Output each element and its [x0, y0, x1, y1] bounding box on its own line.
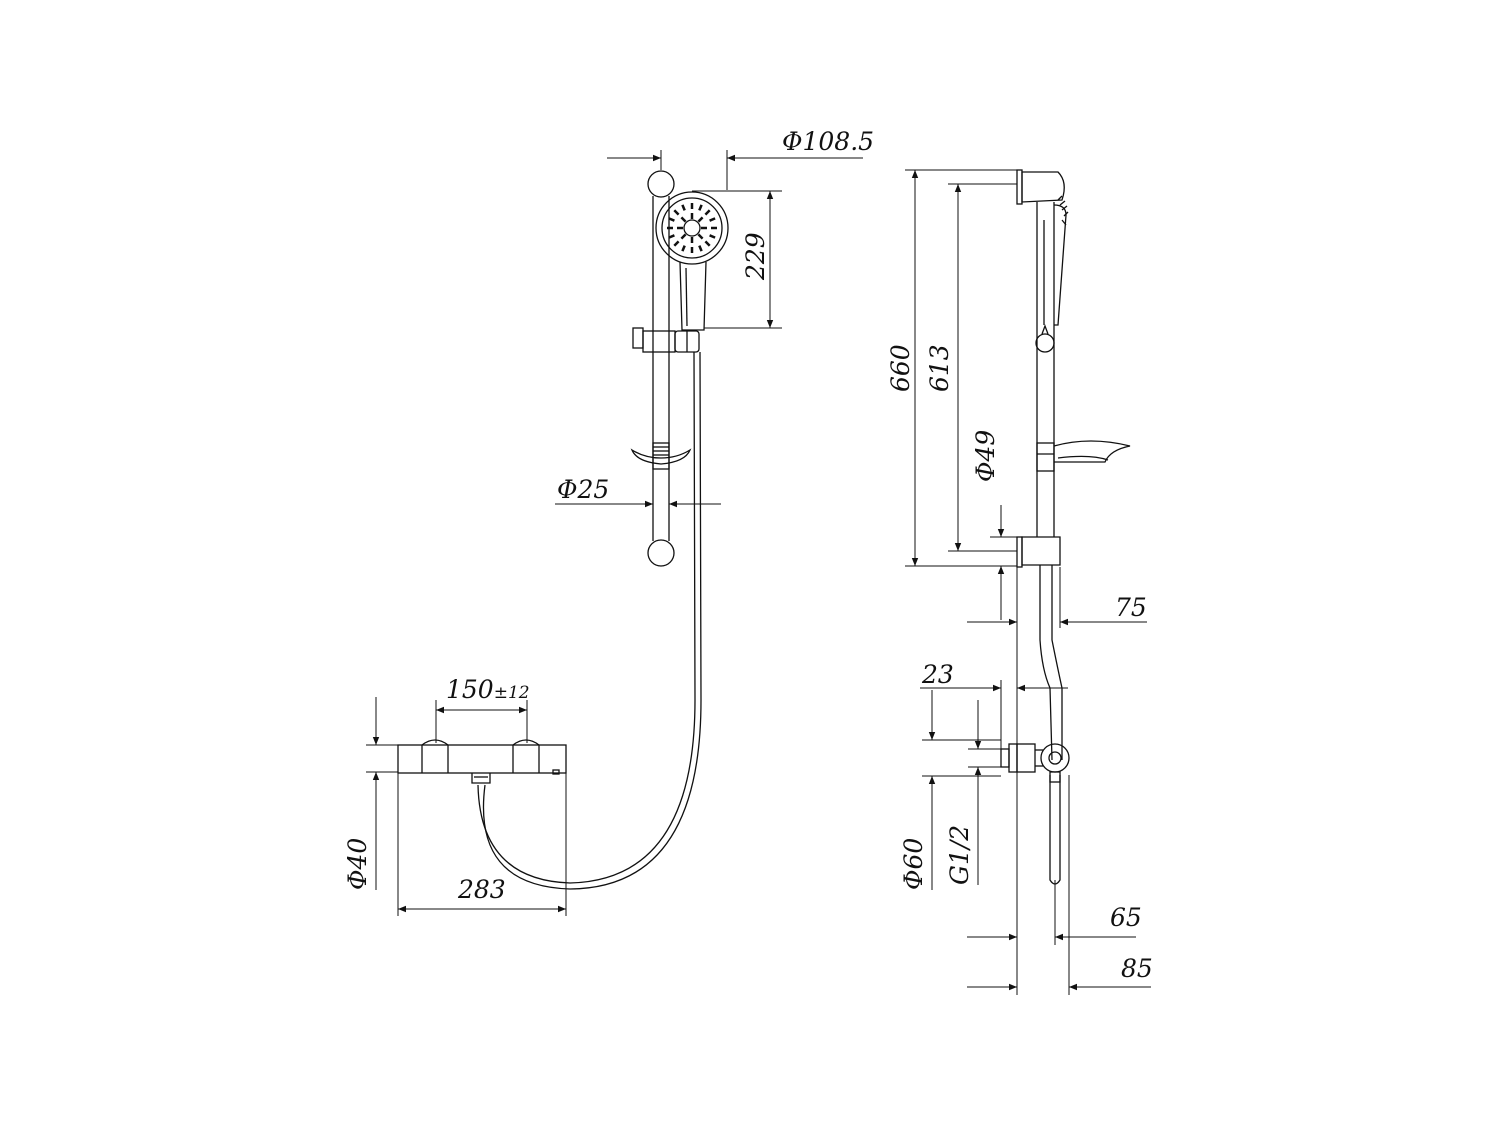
dim-bracket-diameter-label: Φ49 — [971, 430, 1000, 482]
wall-inlet — [1000, 743, 1070, 783]
side-soap-dish — [1036, 440, 1131, 472]
spray-nozzle — [668, 234, 675, 239]
side-rail — [1035, 202, 1055, 537]
dim-total-depth-label: 85 — [1121, 954, 1153, 983]
dim-rail-total-label: 660 — [886, 344, 915, 392]
spray-nozzle — [698, 245, 703, 252]
spray-nozzle — [709, 234, 716, 239]
spray-nozzle — [709, 217, 716, 222]
dim-inlet-offset: 23 — [920, 660, 1068, 749]
dim-valve-spacing-label: 150±12 — [446, 675, 530, 704]
dim-total-depth: 85 — [967, 775, 1153, 995]
spray-nozzle — [673, 209, 680, 216]
dim-bracket-diameter: Φ49 — [971, 430, 1017, 620]
slide-rail — [647, 170, 675, 567]
hand-shower — [655, 191, 729, 331]
dim-body-length-label: 283 — [457, 875, 506, 904]
dim-hose-offset: 65 — [967, 880, 1142, 945]
spray-nozzle — [698, 204, 703, 211]
soap-dish — [630, 442, 692, 470]
dim-rail-offset: 75 — [967, 567, 1147, 628]
mixer-body — [397, 739, 567, 784]
dim-hose-offset-label: 65 — [1110, 903, 1142, 932]
side-hand-shower — [1043, 195, 1069, 326]
dim-bracket-spacing: 613 — [925, 183, 1017, 552]
spray-nozzle — [704, 209, 711, 216]
top-bracket — [1016, 169, 1065, 205]
dim-rail-offset-label: 75 — [1115, 593, 1147, 622]
front-view: Φ108.5 229 Φ25 150±12 — [343, 127, 874, 916]
spray-nozzle — [681, 245, 686, 252]
dim-head-length: 229 — [692, 190, 782, 329]
dim-rail-diameter-label: Φ25 — [557, 475, 609, 504]
dim-inlet-diameter: Φ60 — [899, 690, 1001, 890]
bottom-bracket — [1016, 536, 1061, 568]
shower-hose — [477, 351, 702, 890]
spray-nozzle — [668, 217, 675, 222]
spray-nozzle — [680, 216, 687, 223]
spray-nozzle — [681, 204, 686, 211]
slider-holder — [632, 327, 700, 353]
dim-head-diameter: Φ108.5 — [607, 127, 874, 190]
dim-thread: G1/2 — [945, 700, 1001, 885]
spray-nozzle — [697, 233, 704, 240]
dim-head-length-label: 229 — [741, 232, 770, 281]
dim-rail-total: 660 — [886, 169, 1017, 567]
spray-nozzle — [673, 240, 680, 247]
spray-nozzle — [704, 240, 711, 247]
dim-valve-spacing: 150±12 — [435, 675, 530, 743]
dim-thread-label: G1/2 — [945, 825, 974, 885]
dim-body-diameter: Φ40 — [343, 697, 398, 890]
dim-inlet-diameter-label: Φ60 — [899, 838, 928, 890]
spray-nozzle — [680, 233, 687, 240]
dim-rail-diameter: Φ25 — [555, 475, 721, 508]
dim-inlet-offset-label: 23 — [921, 660, 954, 689]
spray-nozzle — [697, 216, 704, 223]
dim-valve-spacing-tolerance: ±12 — [494, 683, 530, 703]
side-view: 660 613 Φ49 75 — [886, 169, 1153, 995]
spray-nozzles — [667, 203, 717, 253]
dim-bracket-spacing-label: 613 — [925, 344, 954, 392]
dim-body-length: 283 — [397, 773, 567, 916]
dim-head-diameter-label: Φ108.5 — [782, 127, 874, 156]
dim-body-diameter-label: Φ40 — [343, 838, 372, 890]
side-hose — [1039, 565, 1063, 885]
